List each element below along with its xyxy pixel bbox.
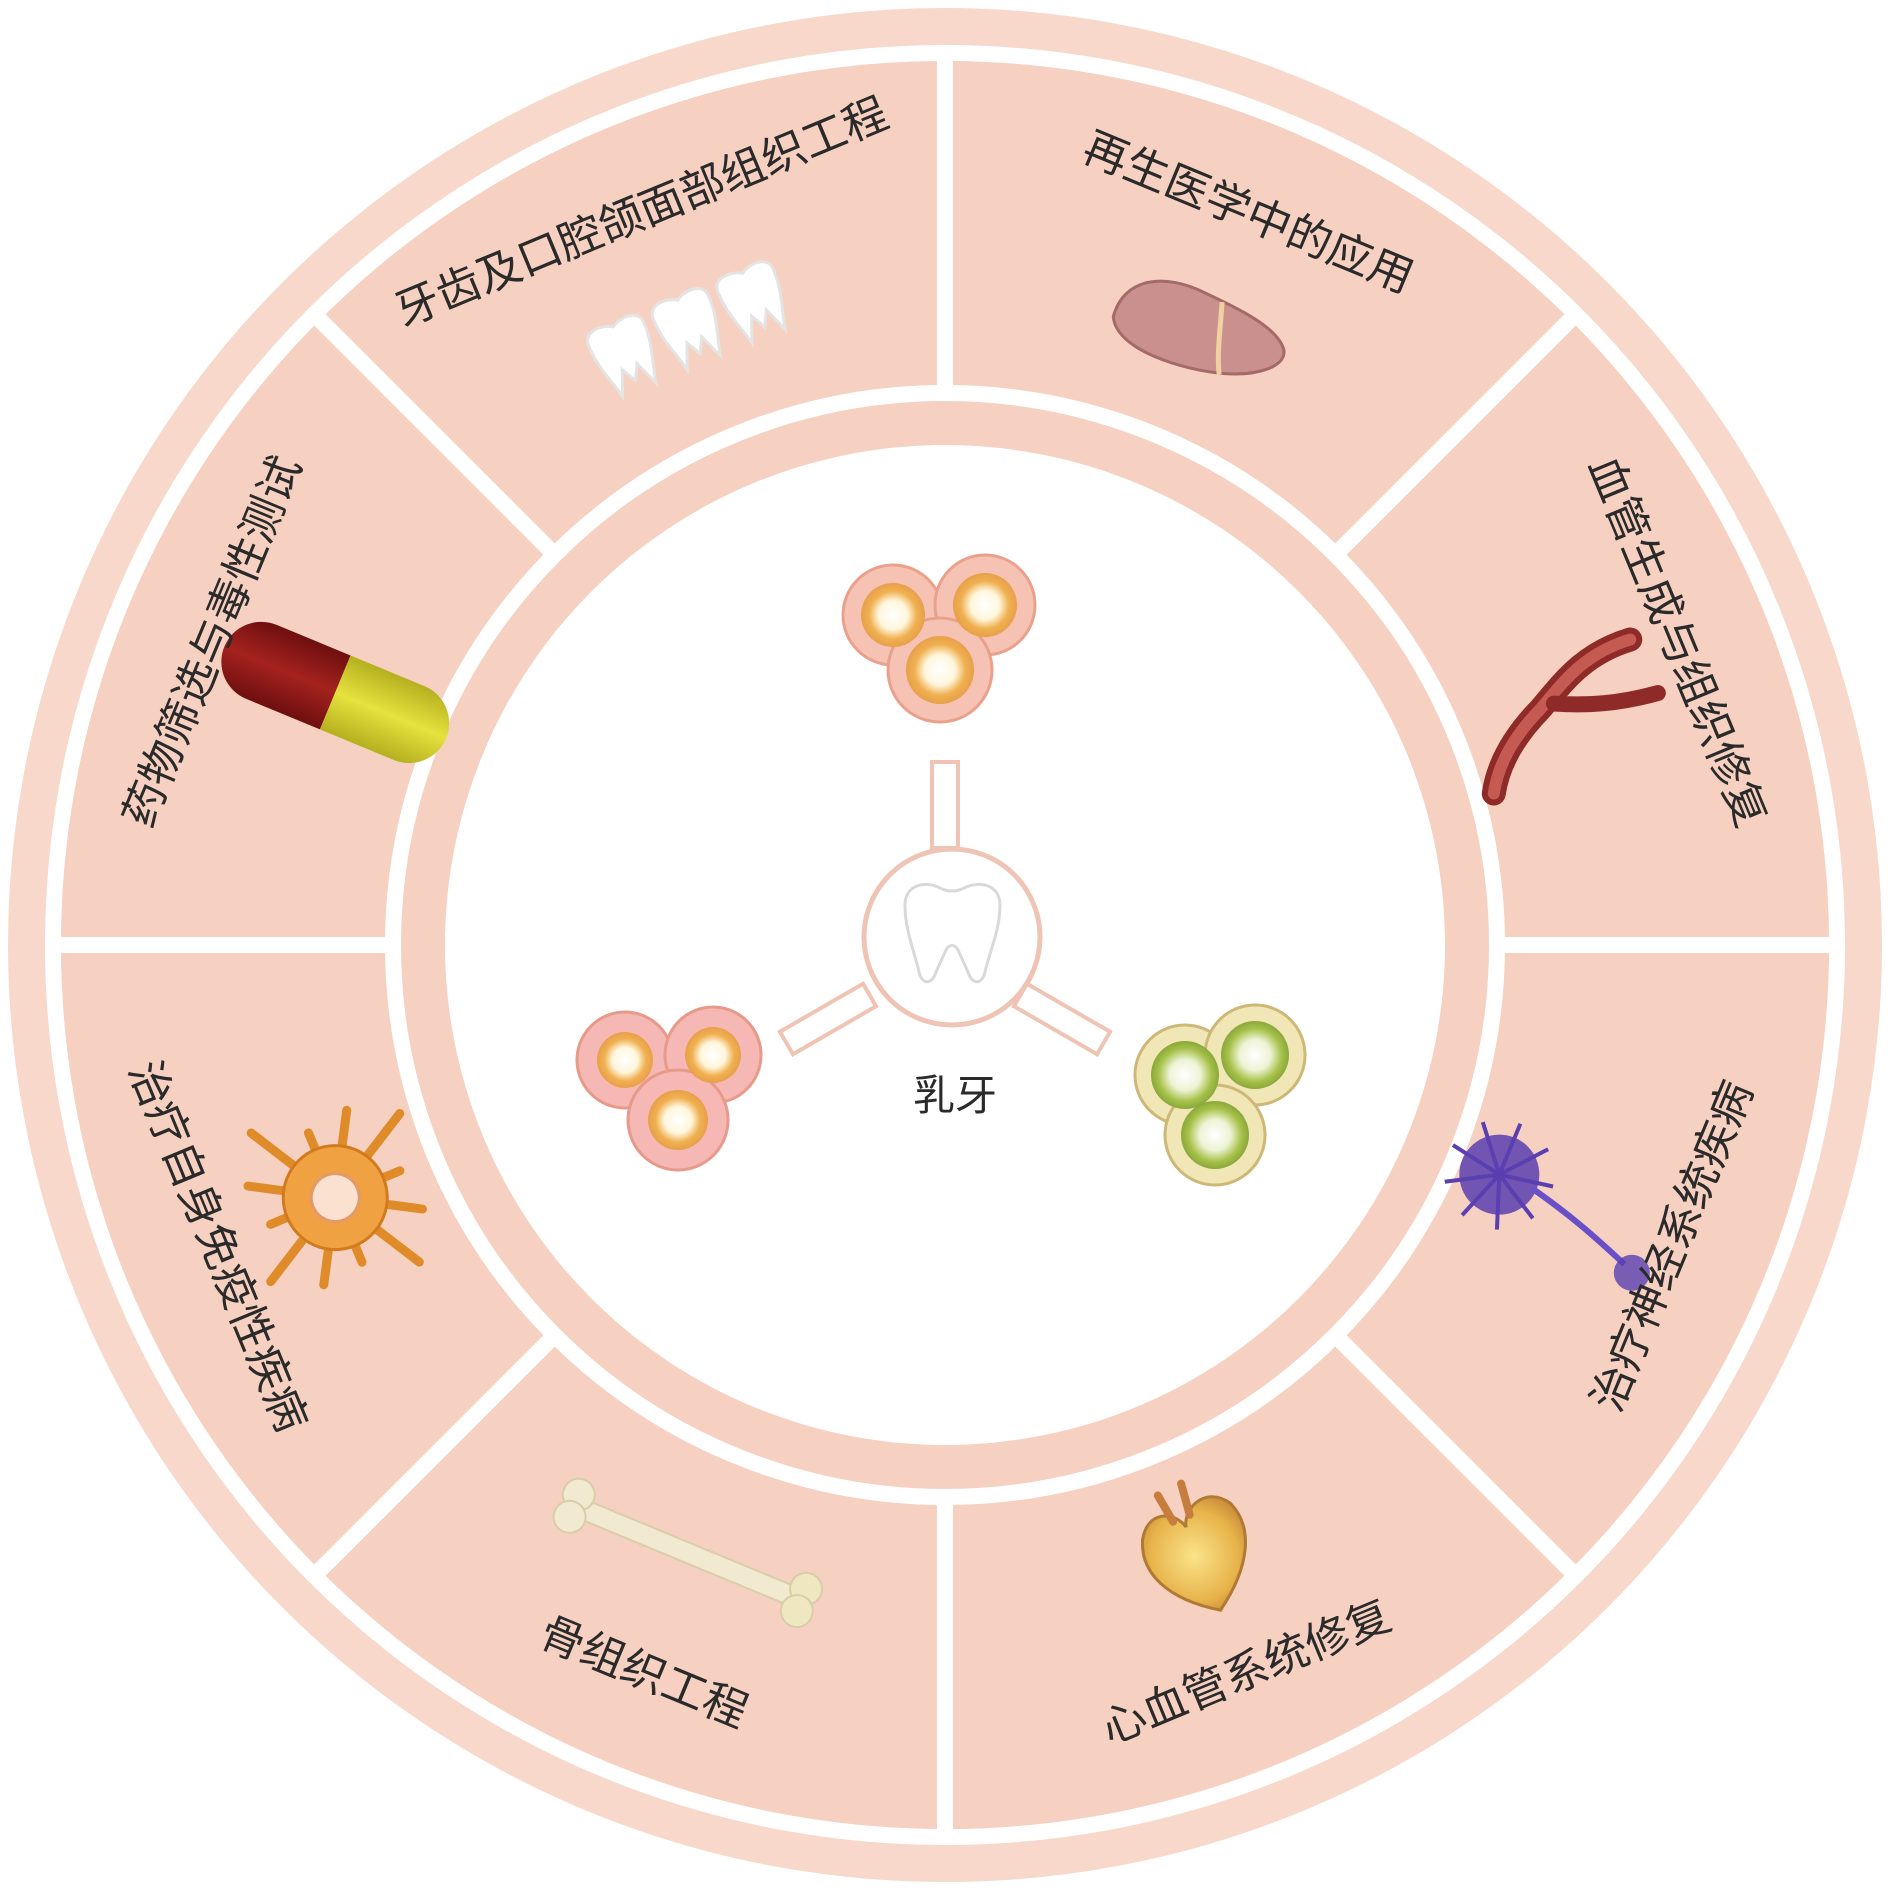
segment-panel bbox=[1340, 319, 1829, 945]
arm-left bbox=[777, 981, 879, 1057]
cell-nucleus bbox=[953, 573, 1017, 637]
cell-nucleus bbox=[906, 636, 974, 704]
neuron-icon bbox=[1444, 1121, 1650, 1291]
stem-cell-cluster-left bbox=[575, 1005, 763, 1172]
cell-nucleus bbox=[648, 1090, 708, 1150]
segment-panel bbox=[945, 61, 1571, 550]
arm-top bbox=[930, 760, 960, 850]
segment-divider bbox=[1328, 1328, 1583, 1583]
stem-cell-cluster-top bbox=[841, 553, 1037, 724]
segment-panel bbox=[1340, 945, 1829, 1571]
segment-divider bbox=[307, 1328, 562, 1583]
segment-panel bbox=[319, 61, 945, 550]
tooth-icon bbox=[903, 882, 1002, 984]
center-hub: 乳牙 bbox=[777, 760, 1113, 1120]
blood-vessel-icon bbox=[1481, 627, 1666, 806]
center-label: 乳牙 bbox=[913, 1071, 997, 1120]
immune-cell-icon bbox=[243, 1105, 427, 1290]
cell-nucleus bbox=[861, 583, 925, 647]
cell-nucleus bbox=[1181, 1101, 1249, 1169]
heart-icon bbox=[1141, 1479, 1247, 1612]
segment-divider bbox=[307, 307, 562, 562]
capsule-icon bbox=[221, 621, 450, 764]
teeth-icon bbox=[586, 260, 788, 402]
cell-nucleus bbox=[597, 1032, 653, 1088]
cell-nucleus bbox=[685, 1027, 741, 1083]
stem-cell-cluster-right bbox=[1133, 1003, 1307, 1187]
segment-panel bbox=[61, 319, 550, 945]
segment-panel bbox=[61, 945, 550, 1571]
segment-divider bbox=[1328, 307, 1583, 562]
icons-layer bbox=[221, 260, 1666, 1629]
segment-panel bbox=[319, 1340, 945, 1829]
bone-icon bbox=[552, 1477, 824, 1629]
cell-nucleus bbox=[1221, 1021, 1289, 1089]
segments-layer bbox=[51, 51, 1839, 1839]
liver-icon bbox=[1111, 279, 1286, 376]
cell-nucleus bbox=[1151, 1041, 1219, 1109]
segment-panel bbox=[945, 1340, 1571, 1829]
